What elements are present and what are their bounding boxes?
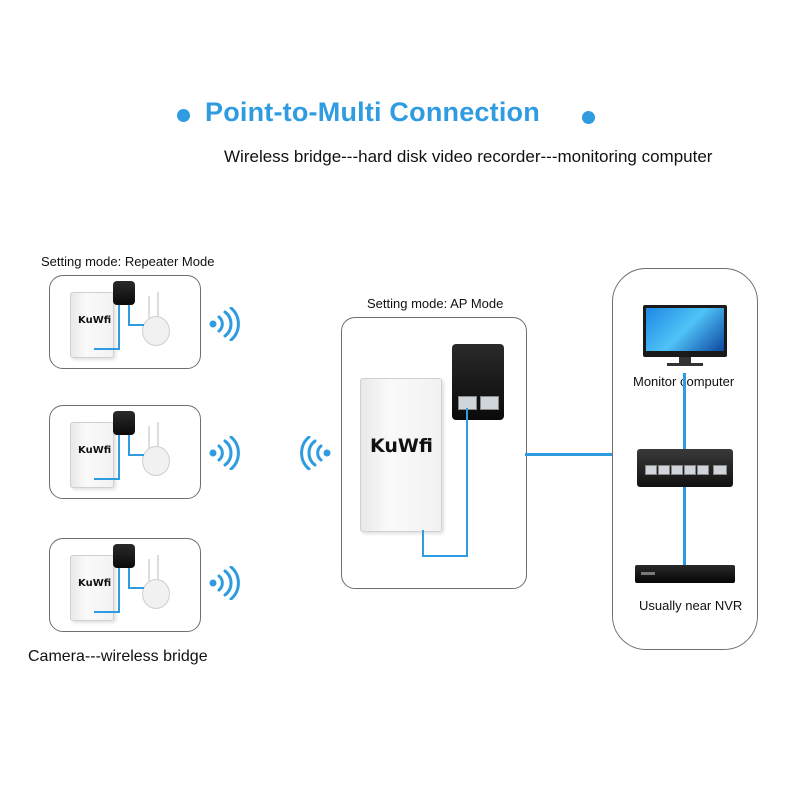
wifi-signal-icon bbox=[300, 436, 331, 470]
camera-antenna bbox=[148, 296, 150, 318]
title-bullet-left bbox=[177, 109, 190, 122]
cpe-brand-label: KuWfi bbox=[78, 445, 112, 456]
ip-camera-icon bbox=[142, 579, 170, 609]
cpe-brand-label: KuWfi bbox=[78, 578, 112, 589]
poe-injector-icon bbox=[452, 344, 504, 420]
repeater-unit-1: KuWfi bbox=[49, 275, 201, 369]
ethernet-cable bbox=[128, 324, 144, 326]
ethernet-cable bbox=[118, 568, 120, 612]
switch-port bbox=[697, 465, 709, 475]
wifi-signal-icon bbox=[209, 436, 240, 470]
monitor-screen bbox=[646, 308, 724, 351]
monitor-icon bbox=[643, 305, 727, 357]
switch-port bbox=[684, 465, 696, 475]
ap-mode-label: Setting mode: AP Mode bbox=[367, 296, 504, 311]
ethernet-cable bbox=[422, 530, 424, 556]
cpe-device: KuWfi bbox=[70, 555, 114, 621]
nvr-icon bbox=[635, 565, 735, 583]
monitor-base bbox=[667, 363, 703, 366]
ethernet-cable bbox=[118, 435, 120, 479]
left-group-caption: Camera---wireless bridge bbox=[28, 648, 208, 665]
cpe-device: KuWfi bbox=[70, 422, 114, 488]
network-link bbox=[683, 373, 686, 451]
page-title: Point-to-Multi Connection bbox=[205, 97, 540, 127]
network-link bbox=[525, 453, 637, 456]
ethernet-cable bbox=[422, 555, 468, 557]
nvr-label: Usually near NVR bbox=[639, 598, 743, 613]
repeater-unit-2: KuWfi bbox=[49, 405, 201, 499]
poe-injector-icon bbox=[113, 544, 135, 568]
cpe-brand-label-large: KuWfi bbox=[370, 435, 433, 457]
ethernet-cable bbox=[94, 348, 120, 350]
wifi-signal-icon bbox=[209, 566, 240, 600]
page-subtitle: Wireless bridge---hard disk video record… bbox=[224, 147, 713, 166]
ip-camera-icon bbox=[142, 446, 170, 476]
monitoring-station: Monitor computer Usually near NVR bbox=[612, 268, 758, 650]
cpe-device: KuWfi bbox=[70, 292, 114, 358]
title-bullet-right bbox=[582, 111, 595, 124]
nvr-indicator bbox=[641, 572, 655, 575]
cpe-device-large: KuWfi bbox=[360, 378, 442, 532]
ethernet-cable bbox=[128, 454, 144, 456]
ethernet-cable bbox=[128, 435, 130, 455]
repeater-unit-3: KuWfi bbox=[49, 538, 201, 632]
poe-injector-icon bbox=[113, 411, 135, 435]
ethernet-cable bbox=[128, 305, 130, 325]
ethernet-port bbox=[480, 396, 499, 410]
camera-antenna bbox=[157, 292, 159, 316]
ethernet-cable bbox=[128, 587, 144, 589]
network-switch-icon bbox=[637, 449, 733, 487]
poe-injector-icon bbox=[113, 281, 135, 305]
ap-unit: KuWfi bbox=[341, 317, 527, 589]
switch-port bbox=[671, 465, 683, 475]
camera-antenna bbox=[148, 559, 150, 581]
repeater-mode-label: Setting mode: Repeater Mode bbox=[41, 254, 215, 269]
cpe-brand-label: KuWfi bbox=[78, 315, 112, 326]
ethernet-cable bbox=[94, 611, 120, 613]
monitor-stand bbox=[679, 357, 691, 363]
switch-port bbox=[658, 465, 670, 475]
ethernet-cable bbox=[128, 568, 130, 588]
ethernet-cable bbox=[94, 478, 120, 480]
ethernet-cable bbox=[118, 305, 120, 349]
switch-port bbox=[645, 465, 657, 475]
switch-port bbox=[713, 465, 727, 475]
network-link bbox=[683, 487, 686, 565]
wifi-signal-icon bbox=[209, 307, 240, 341]
camera-antenna bbox=[148, 426, 150, 448]
ethernet-cable bbox=[466, 408, 468, 556]
ip-camera-icon bbox=[142, 316, 170, 346]
camera-antenna bbox=[157, 555, 159, 579]
camera-antenna bbox=[157, 422, 159, 446]
